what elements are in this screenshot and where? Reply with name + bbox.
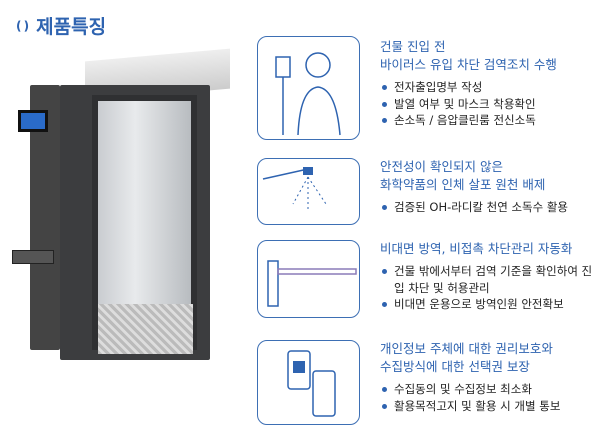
qr-phone-kiosk-icon	[257, 340, 360, 425]
feature-title: 수집방식에 대한 선택권 보장	[380, 359, 530, 374]
spray-nozzle-icon	[257, 158, 360, 225]
kiosk-screen	[18, 110, 48, 132]
person-thermal-scanner-icon	[257, 36, 360, 140]
feature-bullet: 건물 밖에서부터 검역 기준을 확인하여 진입 차단 및 허용관리	[380, 263, 600, 296]
kiosk-tray	[12, 250, 54, 264]
disinfection-booth-image	[12, 48, 230, 360]
section-header: ( ) 제품특징	[16, 12, 106, 39]
feature-bullet: 손소독 / 음압클린룸 전신소독	[380, 112, 600, 129]
feature-bullet: 검증된 OH-라디칼 천연 소독수 활용	[380, 199, 600, 216]
feature-bullet: 활용목적고지 및 활용 시 개별 통보	[380, 398, 600, 415]
section-title: 제품특징	[36, 16, 107, 38]
feature-title: 비대면 방역, 비접촉 차단관리 자동화	[380, 241, 573, 256]
feature-3: 비대면 방역, 비접촉 차단관리 자동화 건물 밖에서부터 검역 기준을 확인하…	[380, 240, 600, 313]
feature-title: 안전성이 확인되지 않은	[380, 159, 503, 174]
feature-title: 개인정보 주체에 대한 권리보호와	[380, 341, 553, 356]
bracket-icon: ( )	[16, 18, 29, 33]
feature-title: 바이러스 유입 차단 검역조치 수행	[380, 57, 557, 72]
feature-bullet: 발열 여부 및 마스크 착용확인	[380, 96, 600, 113]
feature-title: 건물 진입 전	[380, 39, 446, 54]
feature-bullet: 수집동의 및 수집정보 최소화	[380, 381, 600, 398]
feature-bullet: 전자출입명부 작성	[380, 79, 600, 96]
barrier-gate-icon	[257, 240, 360, 318]
feature-title: 화학약품의 인체 살포 원천 배제	[380, 177, 546, 192]
feature-bullet: 비대면 운용으로 방역인원 안전확보	[380, 296, 600, 313]
